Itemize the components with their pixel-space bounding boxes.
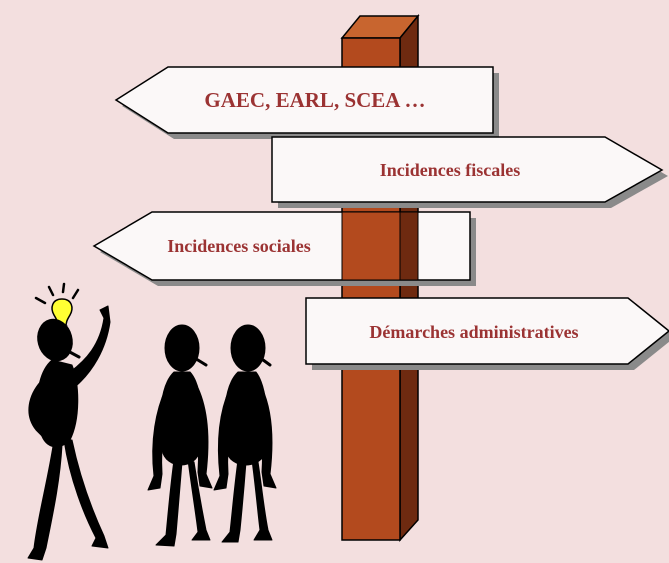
sign-sociales: Incidences sociales — [92, 211, 476, 286]
sign-fiscales: Incidences fiscales — [271, 136, 668, 208]
sign-sociales-label: Incidences sociales — [167, 236, 311, 256]
sign-fiscales-label: Incidences fiscales — [380, 160, 520, 180]
sign-gaec-label: GAEC, EARL, SCEA … — [204, 88, 425, 112]
sign-demarches: Démarches administratives — [305, 297, 669, 370]
sign-gaec: GAEC, EARL, SCEA … — [114, 66, 499, 139]
stick-figure-icon — [27, 305, 111, 561]
sign-demarches-label: Démarches administratives — [369, 322, 578, 342]
stick-figure-icon — [213, 324, 277, 543]
stick-figure-icon — [147, 324, 213, 547]
